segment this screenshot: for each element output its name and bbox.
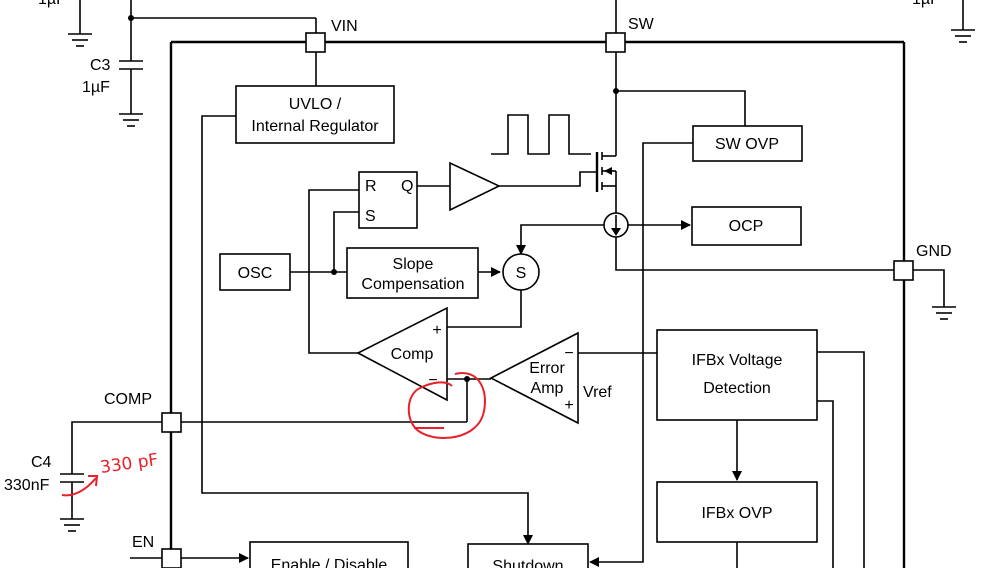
error-plus: + [564,397,573,414]
ifbx-line2: Detection [703,380,771,397]
mosfet-icon [595,150,617,213]
osc-block: OSC [219,253,291,291]
sw-pin: SW [605,0,746,150]
uvlo-regulator-block: UVLO / Internal Regulator [235,85,395,144]
vin-label: VIN [331,18,358,35]
top-left-capacitor: 1µF [38,0,92,47]
vin-pin: VIN [305,18,358,86]
error-line2: Amp [531,380,564,397]
enable-label: Enable / Disable [271,557,388,568]
en-label: EN [132,534,154,551]
error-amplifier: Error Amp − + [489,331,579,425]
chip-outline [169,40,906,568]
top-right-cap-value: 1µF [912,0,940,8]
comp-pin-label: COMP [104,391,152,408]
c4-name: C4 [31,454,52,471]
gnd-label: GND [916,243,952,260]
ifbx-voltage-detection-block: IFBx Voltage Detection [656,329,818,421]
c4-capacitor: C4 330nF [4,454,84,532]
vref-label: Vref [583,384,612,401]
slope-line2: Compensation [361,276,464,293]
sum-label: S [516,265,527,282]
shutdown-block: Shutdown [467,543,589,568]
osc-label: OSC [238,265,273,282]
c4-value: 330nF [4,477,50,494]
pwm-comparator: Comp + − [356,306,448,402]
error-minus: − [564,345,573,362]
uvlo-line1: UVLO / [289,96,342,113]
sw-label: SW [628,16,655,33]
sr-s-label: S [365,208,376,225]
c3-name: C3 [90,57,111,74]
gate-pulse-icon [491,114,591,155]
slope-compensation-block: Slope Compensation [346,247,479,299]
handwritten-330pf: 330 pF [99,450,160,478]
sw-ovp-label: SW OVP [715,136,779,153]
ocp-label: OCP [729,218,764,235]
c3-value: 1µF [82,79,110,96]
c3-capacitor: C3 1µF [82,0,316,127]
summing-node: S [502,253,540,291]
en-pin: EN [130,534,249,568]
current-sense-icon [603,212,629,238]
slope-line1: Slope [393,256,434,273]
error-line1: Error [529,360,565,377]
comp-pin: COMP [71,391,467,474]
ifbx-ovp-label: IFBx OVP [701,505,772,522]
gate-driver-icon [449,161,501,212]
uvlo-to-shutdown-wire [201,115,533,545]
comp-minus: − [428,372,437,389]
sr-r-label: R [365,178,377,195]
ifbx-line1: IFBx Voltage [692,352,783,369]
top-left-cap-value: 1µF [38,0,66,8]
ifbx-ovp-block: IFBx OVP [656,481,818,543]
comp-label: Comp [391,346,434,363]
sw-ovp-block: SW OVP [692,125,803,162]
shutdown-label: Shutdown [492,558,563,568]
sr-q-label: Q [401,178,413,195]
enable-disable-block: Enable / Disable [249,541,409,568]
gnd-pin: GND [893,243,956,320]
sr-latch-block: R S Q [358,171,418,229]
uvlo-line2: Internal Regulator [251,118,379,135]
top-right-capacitor: 1µF [912,0,975,43]
ocp-block: OCP [691,206,802,246]
comp-plus: + [432,322,441,339]
